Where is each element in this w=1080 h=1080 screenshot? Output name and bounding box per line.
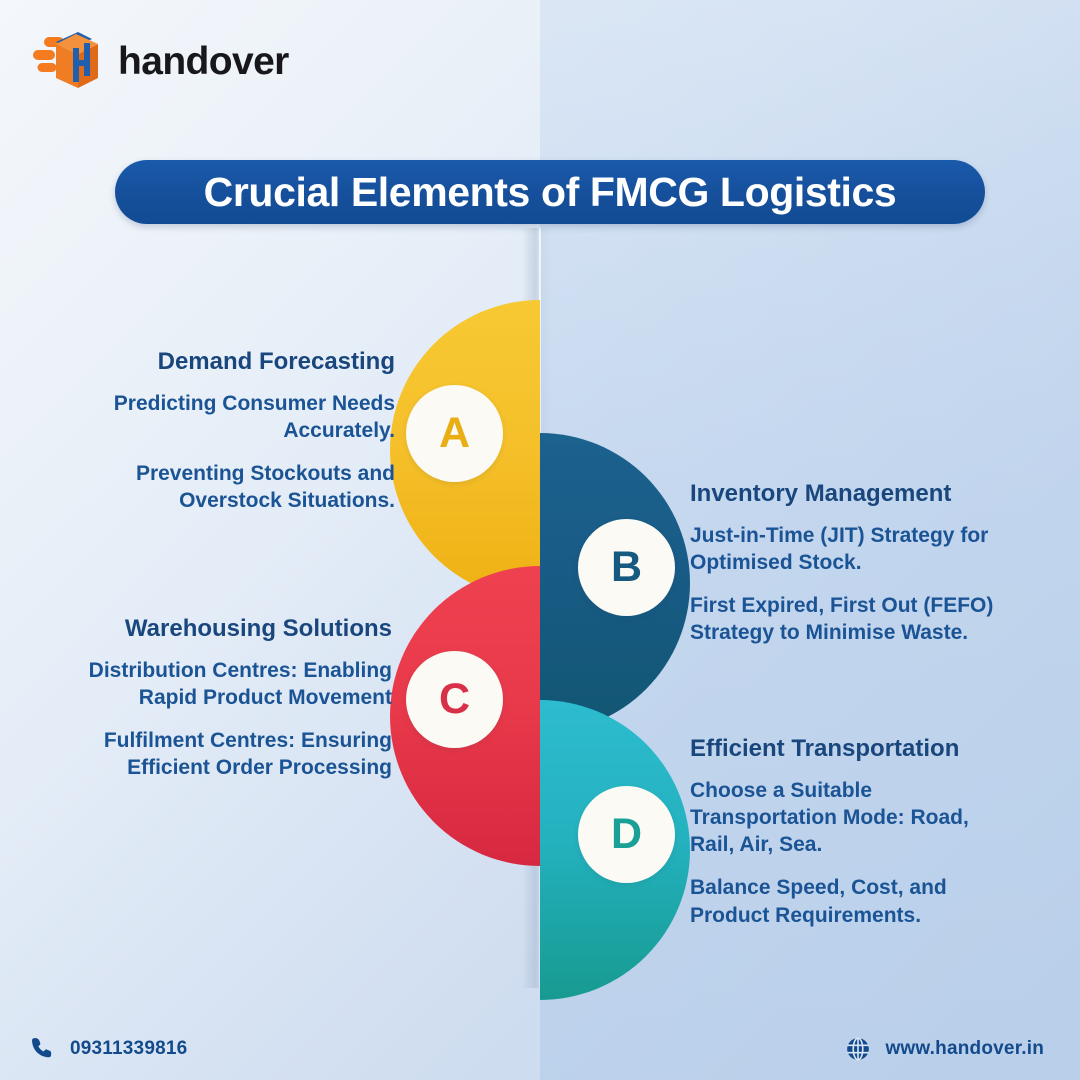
section-a-heading: Demand Forecasting	[157, 348, 395, 375]
footer-phone[interactable]: 09311339816	[30, 1036, 187, 1062]
badge-d: D	[578, 786, 675, 883]
footer-website-url: www.handover.in	[885, 1038, 1044, 1059]
section-a-point-1: Predicting Consumer Needs Accurately.	[113, 391, 395, 442]
badge-d-letter: D	[610, 810, 643, 858]
section-b-text: Inventory Management Just-in-Time (JIT) …	[690, 480, 1020, 647]
badge-b-letter: B	[610, 543, 643, 591]
footer-website[interactable]: www.handover.in	[845, 1036, 1044, 1062]
phone-icon	[30, 1036, 56, 1062]
page-title-banner: Crucial Elements of FMCG Logistics	[115, 160, 985, 224]
badge-c-letter: C	[438, 675, 471, 723]
badge-c: C	[406, 651, 503, 748]
section-d-point-1: Choose a Suitable Transportation Mode: R…	[690, 778, 969, 857]
badge-b: B	[578, 519, 675, 616]
page-title: Crucial Elements of FMCG Logistics	[203, 168, 897, 215]
section-b-point-1: Just-in-Time (JIT) Strategy for Optimise…	[690, 523, 989, 574]
badge-a-letter: A	[438, 409, 471, 457]
section-c-point-1: Distribution Centres: Enabling Rapid Pro…	[88, 658, 392, 709]
section-c-point-2: Fulfilment Centres: Ensuring Efficient O…	[103, 729, 392, 780]
badge-a: A	[406, 385, 503, 482]
section-a-point-2: Preventing Stockouts and Overstock Situa…	[135, 462, 395, 513]
section-c-text: Warehousing Solutions Distribution Centr…	[55, 615, 392, 782]
section-a-text: Demand Forecasting Predicting Consumer N…	[60, 348, 395, 515]
section-d-point-2: Balance Speed, Cost, and Product Require…	[690, 876, 947, 927]
footer-phone-number: 09311339816	[70, 1038, 188, 1059]
section-c-heading: Warehousing Solutions	[124, 615, 392, 642]
globe-icon	[845, 1036, 871, 1062]
brand-logo: handover	[32, 30, 289, 92]
section-b-heading: Inventory Management	[690, 480, 952, 507]
section-d-heading: Efficient Transportation	[690, 735, 960, 762]
section-d-text: Efficient Transportation Choose a Suitab…	[690, 735, 1010, 929]
handover-box-logo-icon	[32, 30, 102, 92]
brand-name: handover	[118, 39, 289, 83]
section-b-point-2: First Expired, First Out (FEFO) Strategy…	[690, 594, 994, 645]
